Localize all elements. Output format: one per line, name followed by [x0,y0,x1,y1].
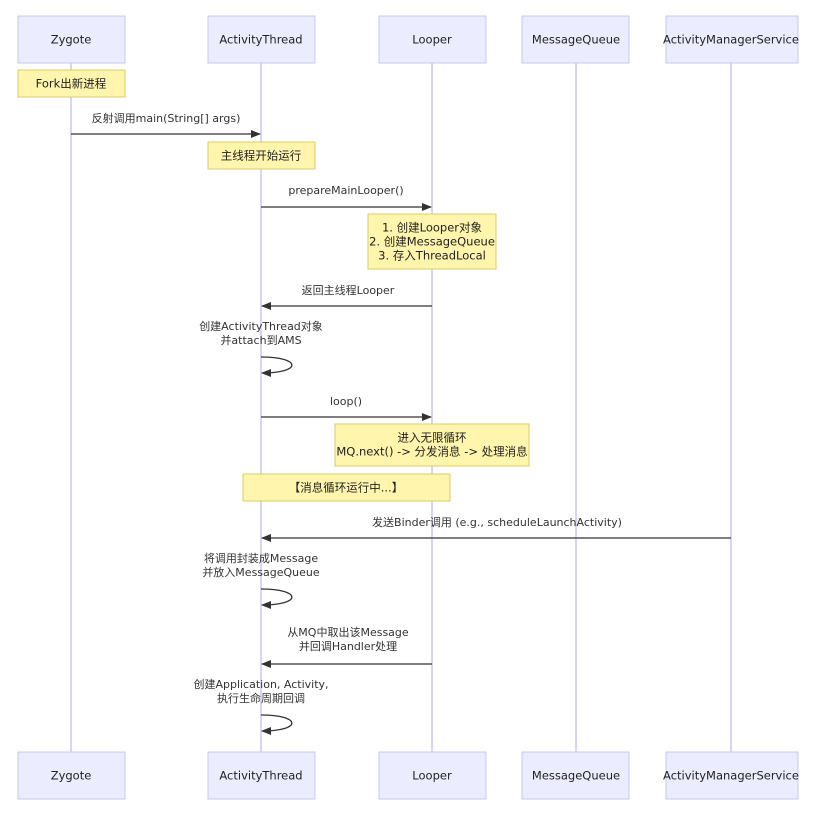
message-prepare-main-looper: prepareMainLooper() [261,184,432,211]
note-looper-steps: 1. 创建Looper对象 2. 创建MessageQueue 3. 存入Thr… [367,213,497,270]
message-loop-label: loop() [330,395,362,408]
actor-message-queue-label: MessageQueue [532,33,620,47]
message-create-app-line-2: 执行生命周期回调 [217,691,305,705]
actor-activity-thread-label: ActivityThread [219,33,302,47]
message-wrap-message-line-1: 将调用封装成Message [204,551,318,565]
message-create-app-line-1: 创建Application, Activity, [193,677,328,691]
message-return-looper-label: 返回主线程Looper [302,283,395,297]
message-create-activity-thread-line-2: 并attach到AMS [220,333,301,347]
message-prepare-main-looper-label: prepareMainLooper() [288,184,403,197]
actor-looper-bottom: Looper [378,751,487,800]
note-looper-step-2: 2. 创建MessageQueue [369,235,495,249]
actor-activity-thread-bottom: ActivityThread [207,751,316,800]
message-return-looper: 返回主线程Looper [261,283,432,310]
actor-ams-bottom: ActivityManagerService [663,751,799,800]
note-fork: Fork出新进程 [17,69,126,98]
note-infinite-loop: 进入无限循环 MQ.next() -> 分发消息 -> 处理消息 [334,423,530,467]
message-wrap-message-line-2: 并放入MessageQueue [202,565,320,579]
message-send-binder: 发送Binder调用 (e.g., scheduleLaunchActivity… [261,515,731,542]
message-create-activity-thread: 创建ActivityThread对象 并attach到AMS [199,319,323,377]
message-reflect-main-label: 反射调用main(String[] args) [92,111,241,125]
note-main-thread-start: 主线程开始运行 [207,141,316,170]
note-fork-text: Fork出新进程 [36,77,107,91]
note-looper-step-1: 1. 创建Looper对象 [382,221,482,235]
actor-looper-label: Looper [412,33,452,47]
actor-looper-top: Looper [378,15,487,64]
note-looper-step-3: 3. 存入ThreadLocal [378,249,486,263]
actor-zygote-label: Zygote [51,769,92,783]
message-wrap-message: 将调用封装成Message 并放入MessageQueue [202,551,320,609]
message-reflect-main: 反射调用main(String[] args) [71,111,261,138]
note-loop-running: 【消息循环运行中...】 [242,473,451,502]
actor-activity-thread-label: ActivityThread [219,769,302,783]
actor-zygote-label: Zygote [51,33,92,47]
message-create-app-arrow [260,714,293,735]
message-create-app: 创建Application, Activity, 执行生命周期回调 [193,677,329,735]
message-create-activity-thread-line-1: 创建ActivityThread对象 [199,319,323,333]
actor-zygote-top: Zygote [17,15,126,64]
message-send-binder-label: 发送Binder调用 (e.g., scheduleLaunchActivity… [372,515,622,529]
actor-ams-label: ActivityManagerService [663,769,799,783]
note-infinite-loop-line-2: MQ.next() -> 分发消息 -> 处理消息 [336,445,527,459]
note-main-thread-start-text: 主线程开始运行 [221,149,302,163]
actor-message-queue-bottom: MessageQueue [521,751,630,800]
message-loop: loop() [261,395,432,421]
message-wrap-message-arrow [260,588,293,609]
message-create-activity-thread-arrow [260,356,293,377]
note-loop-running-text: 【消息循环运行中...】 [289,481,403,495]
actor-ams-top: ActivityManagerService [663,15,799,64]
message-take-message-line-2: 并回调Handler处理 [299,639,397,653]
message-take-message-line-1: 从MQ中取出该Message [287,625,409,639]
actor-ams-label: ActivityManagerService [663,33,799,47]
actor-looper-label: Looper [412,769,452,783]
message-take-message: 从MQ中取出该Message 并回调Handler处理 [261,625,432,668]
actor-message-queue-top: MessageQueue [521,15,630,64]
actor-activity-thread-top: ActivityThread [207,15,316,64]
actor-zygote-bottom: Zygote [17,751,126,800]
note-infinite-loop-line-1: 进入无限循环 [398,431,467,445]
actor-message-queue-label: MessageQueue [532,769,620,783]
